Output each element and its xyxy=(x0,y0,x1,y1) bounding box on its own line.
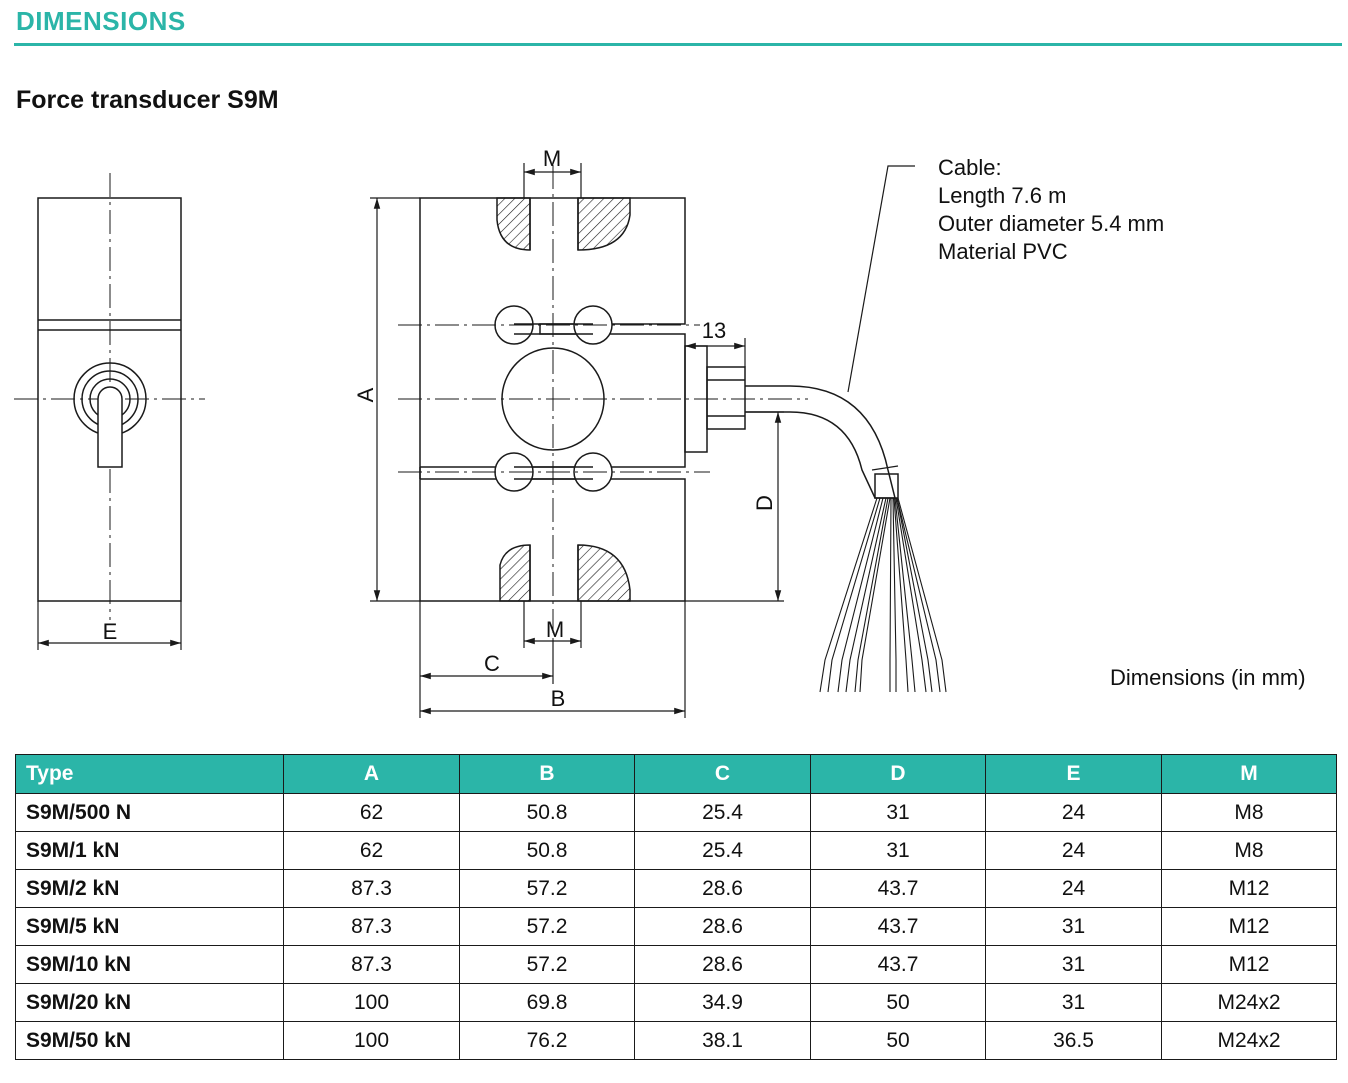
cell-d: 31 xyxy=(810,831,986,870)
cell-e: 36.5 xyxy=(985,1021,1162,1060)
front-centerlines xyxy=(398,165,808,640)
cell-type: S9M/20 kN xyxy=(15,983,284,1022)
label-13: 13 xyxy=(702,318,726,343)
cell-e: 31 xyxy=(985,945,1162,984)
cell-m: M12 xyxy=(1161,907,1337,946)
table-header-row: Type A B C D E M xyxy=(15,754,1337,794)
label-e: E xyxy=(103,619,118,644)
cell-b: 76.2 xyxy=(459,1021,635,1060)
section-divider xyxy=(14,43,1342,46)
cell-c: 28.6 xyxy=(634,945,811,984)
header-c: C xyxy=(634,754,811,794)
cell-m: M24x2 xyxy=(1161,983,1337,1022)
cable-note-material: Material PVC xyxy=(938,239,1068,264)
cell-e: 24 xyxy=(985,831,1162,870)
cable-note: Cable: Length 7.6 m Outer diameter 5.4 m… xyxy=(938,154,1164,266)
cell-type: S9M/5 kN xyxy=(15,907,284,946)
cable-note-length: Length 7.6 m xyxy=(938,183,1067,208)
cell-e: 24 xyxy=(985,869,1162,908)
cell-b: 50.8 xyxy=(459,793,635,832)
dimension-13 xyxy=(685,338,746,367)
cell-m: M8 xyxy=(1161,793,1337,832)
cell-c: 25.4 xyxy=(634,793,811,832)
dimension-a xyxy=(370,197,420,602)
label-a: A xyxy=(353,387,378,402)
label-m-top: M xyxy=(543,146,561,171)
cell-d: 50 xyxy=(810,1021,986,1060)
section-title: DIMENSIONS xyxy=(16,6,186,36)
hatched-thread-top xyxy=(496,197,631,251)
cell-a: 87.3 xyxy=(283,945,460,984)
cell-type: S9M/2 kN xyxy=(15,869,284,908)
cable-gland-icon xyxy=(73,362,147,468)
header-b: B xyxy=(459,754,635,794)
dimension-c xyxy=(419,601,554,718)
label-b: B xyxy=(551,686,566,711)
cell-type: S9M/1 kN xyxy=(15,831,284,870)
cell-a: 87.3 xyxy=(283,907,460,946)
cell-e: 24 xyxy=(985,793,1162,832)
cell-m: M24x2 xyxy=(1161,1021,1337,1060)
cell-d: 43.7 xyxy=(810,907,986,946)
hatched-thread-bottom xyxy=(499,544,631,602)
header-d: D xyxy=(810,754,986,794)
cable-note-diameter: Outer diameter 5.4 mm xyxy=(938,211,1165,236)
cell-c: 38.1 xyxy=(634,1021,811,1060)
cell-c: 28.6 xyxy=(634,907,811,946)
cell-b: 50.8 xyxy=(459,831,635,870)
cell-c: 28.6 xyxy=(634,869,811,908)
cell-d: 43.7 xyxy=(810,869,986,908)
cell-b: 57.2 xyxy=(459,907,635,946)
cell-e: 31 xyxy=(985,983,1162,1022)
units-note: Dimensions (in mm) xyxy=(1110,665,1306,690)
cable-wires xyxy=(819,497,947,693)
header-e: E xyxy=(985,754,1162,794)
cell-m: M12 xyxy=(1161,869,1337,908)
header-a: A xyxy=(283,754,460,794)
cell-m: M8 xyxy=(1161,831,1337,870)
cell-b: 57.2 xyxy=(459,869,635,908)
cell-a: 100 xyxy=(283,983,460,1022)
front-view xyxy=(370,163,947,718)
product-title: Force transducer S9M xyxy=(16,86,279,114)
cell-d: 43.7 xyxy=(810,945,986,984)
cable-leader-line xyxy=(847,165,915,393)
cell-type: S9M/500 N xyxy=(15,793,284,832)
cell-type: S9M/50 kN xyxy=(15,1021,284,1060)
cell-d: 50 xyxy=(810,983,986,1022)
dimension-b xyxy=(420,601,686,718)
cell-e: 31 xyxy=(985,907,1162,946)
cell-m: M12 xyxy=(1161,945,1337,984)
label-m-bottom: M xyxy=(546,617,564,642)
cell-a: 62 xyxy=(283,793,460,832)
cell-c: 34.9 xyxy=(634,983,811,1022)
cell-a: 62 xyxy=(283,831,460,870)
label-c: C xyxy=(484,651,500,676)
dimension-drawing: E xyxy=(14,146,947,718)
header-m: M xyxy=(1161,754,1337,794)
cell-d: 31 xyxy=(810,793,986,832)
cell-type: S9M/10 kN xyxy=(15,945,284,984)
cable-drawing xyxy=(745,385,947,693)
cell-a: 87.3 xyxy=(283,869,460,908)
dimension-m-top xyxy=(523,163,582,198)
cell-c: 25.4 xyxy=(634,831,811,870)
side-view xyxy=(14,173,205,650)
header-type: Type xyxy=(15,754,284,794)
cell-b: 69.8 xyxy=(459,983,635,1022)
cell-b: 57.2 xyxy=(459,945,635,984)
cell-a: 100 xyxy=(283,1021,460,1060)
cable-note-heading: Cable: xyxy=(938,155,1002,180)
label-d: D xyxy=(752,495,777,511)
dimension-e xyxy=(37,601,182,650)
